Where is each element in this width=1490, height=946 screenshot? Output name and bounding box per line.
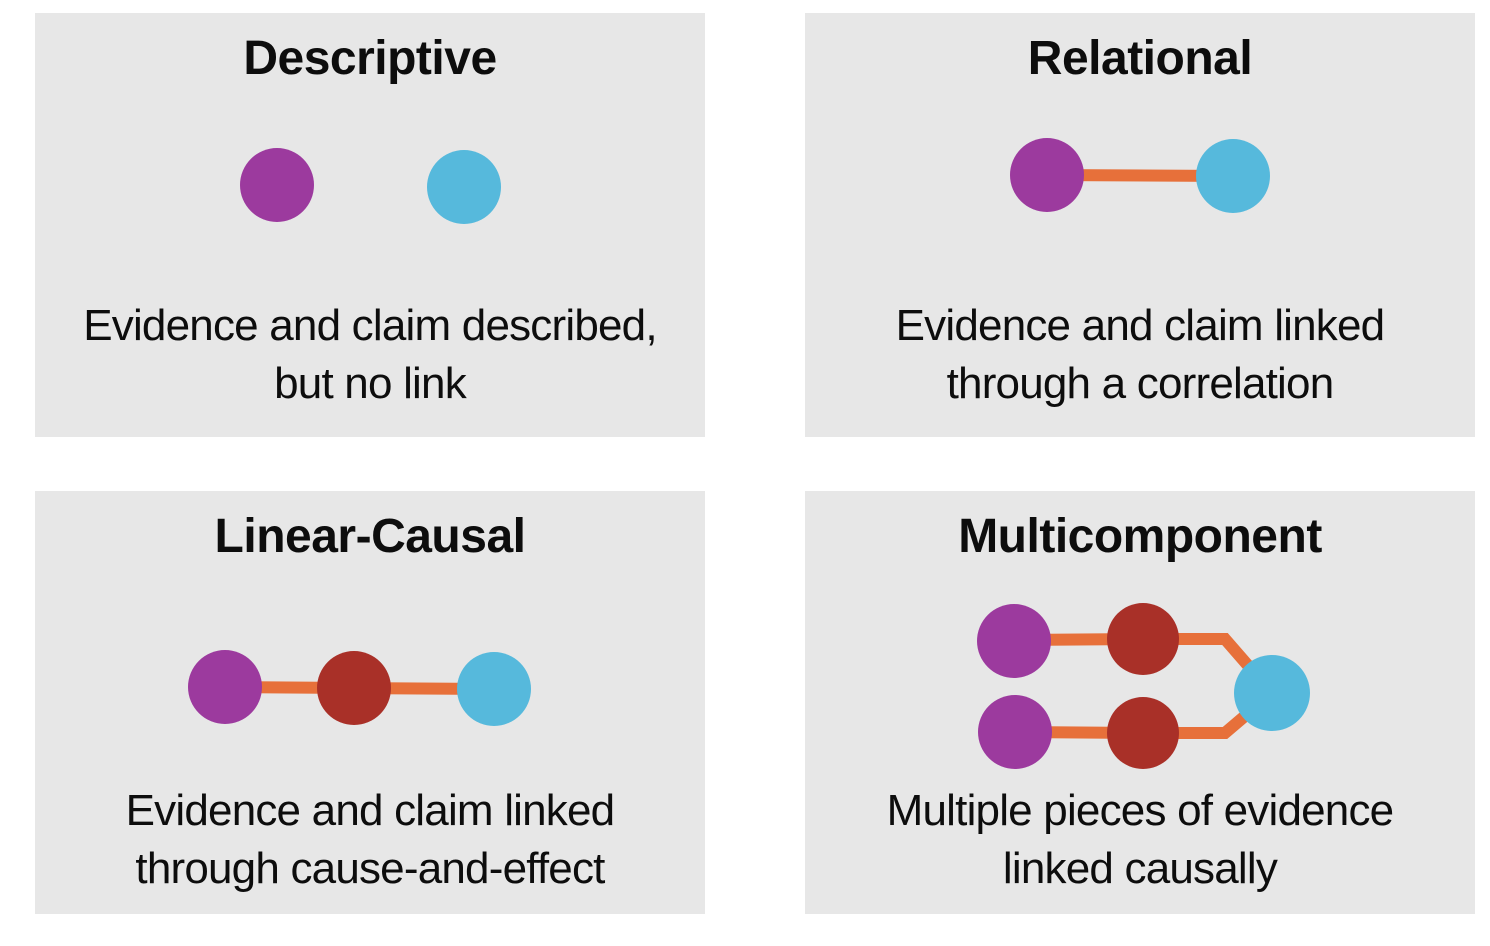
claim-node-icon [1196, 139, 1270, 213]
caption-line: through a correlation [946, 359, 1335, 408]
evidence-node-icon [978, 695, 1052, 769]
panel-title: Multicomponent [958, 510, 1322, 563]
evidence-node-icon [240, 148, 314, 222]
panel-caption: Evidence and claim linked through a corr… [805, 297, 1475, 413]
caption-line: linked causally [1002, 844, 1278, 893]
panel-title: Linear-Causal [214, 510, 526, 563]
caption-line: through cause-and-effect [135, 844, 605, 893]
panel-multicomponent: Multicomponent Multiple pieces of eviden… [805, 491, 1475, 914]
panel-relational: Relational Evidence and claim linked thr… [805, 13, 1475, 437]
claim-node-icon [427, 150, 501, 224]
caption-line: Evidence and claim linked [895, 301, 1386, 350]
intermediate-node-icon [1107, 603, 1179, 675]
panel-title: Descriptive [243, 32, 497, 85]
panel-caption: Evidence and claim linked through cause-… [35, 782, 705, 898]
panel-title: Relational [1027, 32, 1253, 85]
relational-diagram [1010, 138, 1270, 213]
caption-line: but no link [274, 359, 467, 408]
caption-line: Evidence and claim described, [83, 301, 657, 350]
claim-node-icon [1234, 655, 1310, 731]
claim-node-icon [457, 652, 531, 726]
panel-descriptive: Descriptive Evidence and claim described… [35, 13, 705, 437]
intermediate-node-icon [1107, 697, 1179, 769]
panel-linear-causal: Linear-Causal Evidence and claim linked … [35, 491, 705, 914]
intermediate-node-icon [317, 651, 391, 725]
caption-line: Evidence and claim linked [125, 786, 616, 835]
evidence-node-icon [188, 650, 262, 724]
multicomponent-diagram [977, 603, 1310, 769]
evidence-node-icon [1010, 138, 1084, 212]
panel-caption: Multiple pieces of evidence linked causa… [805, 782, 1475, 898]
caption-line: Multiple pieces of evidence [886, 786, 1395, 835]
panel-caption: Evidence and claim described, but no lin… [35, 297, 705, 413]
evidence-node-icon [977, 604, 1051, 678]
descriptive-diagram [240, 148, 501, 224]
linear-causal-diagram [188, 650, 531, 726]
